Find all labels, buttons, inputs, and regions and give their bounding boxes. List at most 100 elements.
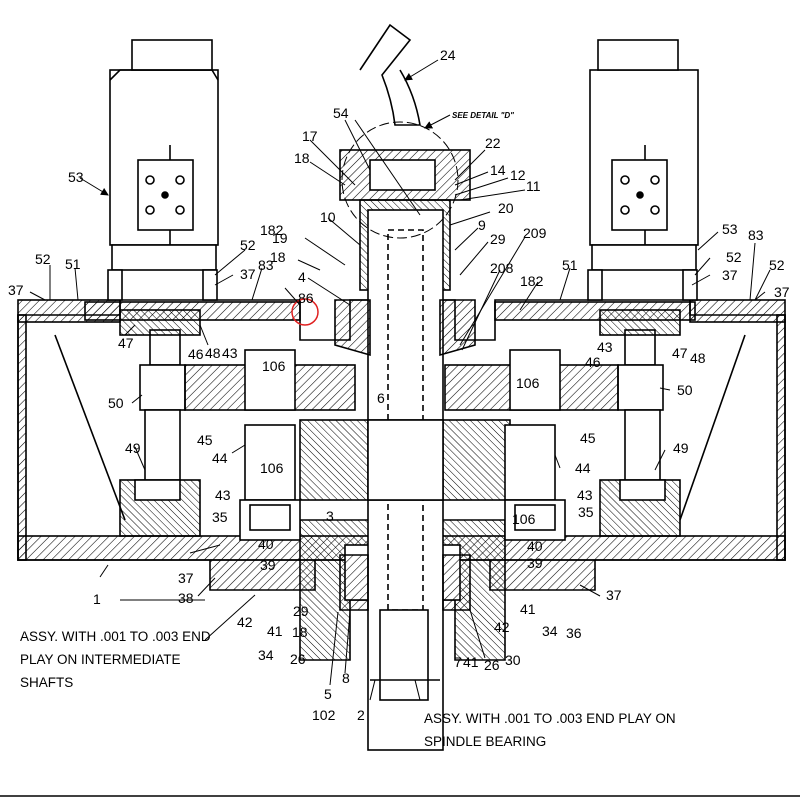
callout-label: 37 [606, 587, 622, 603]
assembly-notes: ASSY. WITH .001 TO .003 END PLAY ON INTE… [20, 629, 676, 749]
callout-label: 24 [440, 47, 456, 63]
detail-circle [341, 121, 459, 239]
callout-label: 26 [484, 657, 500, 673]
callout-label: 50 [677, 382, 693, 398]
callout-label: 43 [597, 339, 613, 355]
callout-label: 2 [357, 707, 365, 723]
highlight-circle [291, 298, 319, 326]
callout-label: 1 [93, 591, 101, 607]
callout-label: 35 [578, 504, 594, 520]
callout-label: 106 [262, 358, 286, 374]
callout-label: 43 [577, 487, 593, 503]
note-left-line-1: ASSY. WITH .001 TO .003 END [20, 629, 211, 644]
note-left-line-3: SHAFTS [20, 675, 73, 690]
left-shaft-stack [119, 309, 356, 541]
callout-label: 48 [205, 345, 221, 361]
callout-label: 37 [722, 267, 738, 283]
callout-label: 29 [490, 231, 506, 247]
callout-label: 34 [258, 647, 274, 663]
callout-label: 44 [212, 450, 228, 466]
callout-label: 10 [320, 209, 336, 225]
callout-label: 20 [498, 200, 514, 216]
callout-label: 6 [377, 390, 385, 406]
callout-label: 7 [454, 654, 462, 670]
callout-label: 40 [527, 538, 543, 554]
callout-label: 38 [178, 590, 194, 606]
callout-labels: 24 54 22 17 18 14 12 11 20 10 9 29 209 1… [8, 47, 790, 723]
callout-label: 51 [562, 257, 578, 273]
callout-label: 4 [298, 269, 306, 285]
callout-label: 45 [580, 430, 596, 446]
right-shaft-stack [444, 309, 681, 541]
callout-label: 42 [237, 614, 253, 630]
callout-label: 9 [478, 217, 486, 233]
callout-label: 208 [490, 260, 514, 276]
callout-label: 52 [240, 237, 256, 253]
callout-label: 53 [722, 221, 738, 237]
callout-label: 11 [526, 178, 541, 194]
callout-label: 46 [188, 346, 204, 362]
callout-label: 86 [298, 290, 314, 306]
callout-label: 18 [294, 150, 310, 166]
callout-label: 182 [260, 222, 284, 238]
callout-label: 43 [215, 487, 231, 503]
callout-label: 52 [726, 249, 742, 265]
callout-label: 52 [35, 251, 51, 267]
callout-label: 14 [490, 162, 506, 178]
callout-label: 18 [292, 624, 308, 640]
callout-label: 43 [222, 345, 238, 361]
callout-label: 47 [672, 345, 688, 361]
callout-label: 46 [585, 354, 601, 370]
left-motor [107, 39, 219, 301]
callout-label: 36 [566, 625, 582, 641]
callout-label: 12 [510, 167, 526, 183]
callout-label: 47 [118, 335, 134, 351]
callout-label: 83 [258, 257, 274, 273]
callout-label: 18 [270, 249, 286, 265]
callout-label: 41 [520, 601, 536, 617]
callout-label: 8 [342, 670, 350, 686]
callout-label: 51 [65, 256, 81, 272]
callout-label: 17 [302, 128, 318, 144]
callout-label: 106 [516, 375, 540, 391]
callout-label: 106 [512, 511, 536, 527]
callout-label: 49 [673, 440, 689, 456]
callout-label: 37 [774, 284, 790, 300]
right-motor [587, 39, 699, 301]
callout-label: 52 [769, 257, 785, 273]
callout-label: 30 [505, 652, 521, 668]
callout-label: 42 [494, 619, 510, 635]
callout-label: 19 [272, 230, 288, 246]
callout-label: 48 [690, 350, 706, 366]
callout-label: 50 [108, 395, 124, 411]
callout-label: 102 [312, 707, 336, 723]
central-gear [299, 419, 511, 501]
callout-label: 22 [485, 135, 501, 151]
callout-label: 3 [326, 508, 334, 524]
callout-label: 182 [520, 273, 544, 289]
callout-label: 54 [333, 105, 349, 121]
callout-label: 41 [463, 654, 479, 670]
callout-label: 37 [240, 266, 256, 282]
callout-label: 26 [290, 651, 306, 667]
note-left-line-2: PLAY ON INTERMEDIATE [20, 652, 181, 667]
callout-label: 209 [523, 225, 547, 241]
callout-label: 34 [542, 623, 558, 639]
callout-label: 53 [68, 169, 84, 185]
callout-label: 44 [575, 460, 591, 476]
callout-label: 39 [527, 555, 543, 571]
callout-label: 37 [178, 570, 194, 586]
callout-label: 35 [212, 509, 228, 525]
callout-label: 5 [324, 686, 332, 702]
detail-reference: SEE DETAIL "D" [452, 111, 514, 120]
note-right-line-1: ASSY. WITH .001 TO .003 END PLAY ON [424, 711, 676, 726]
note-right-line-2: SPINDLE BEARING [424, 734, 546, 749]
callout-label: 106 [260, 460, 284, 476]
callout-label: 45 [197, 432, 213, 448]
callout-label: 40 [258, 536, 274, 552]
callout-label: 83 [748, 227, 764, 243]
callout-label: 41 [267, 623, 283, 639]
callout-label: 39 [260, 557, 276, 573]
